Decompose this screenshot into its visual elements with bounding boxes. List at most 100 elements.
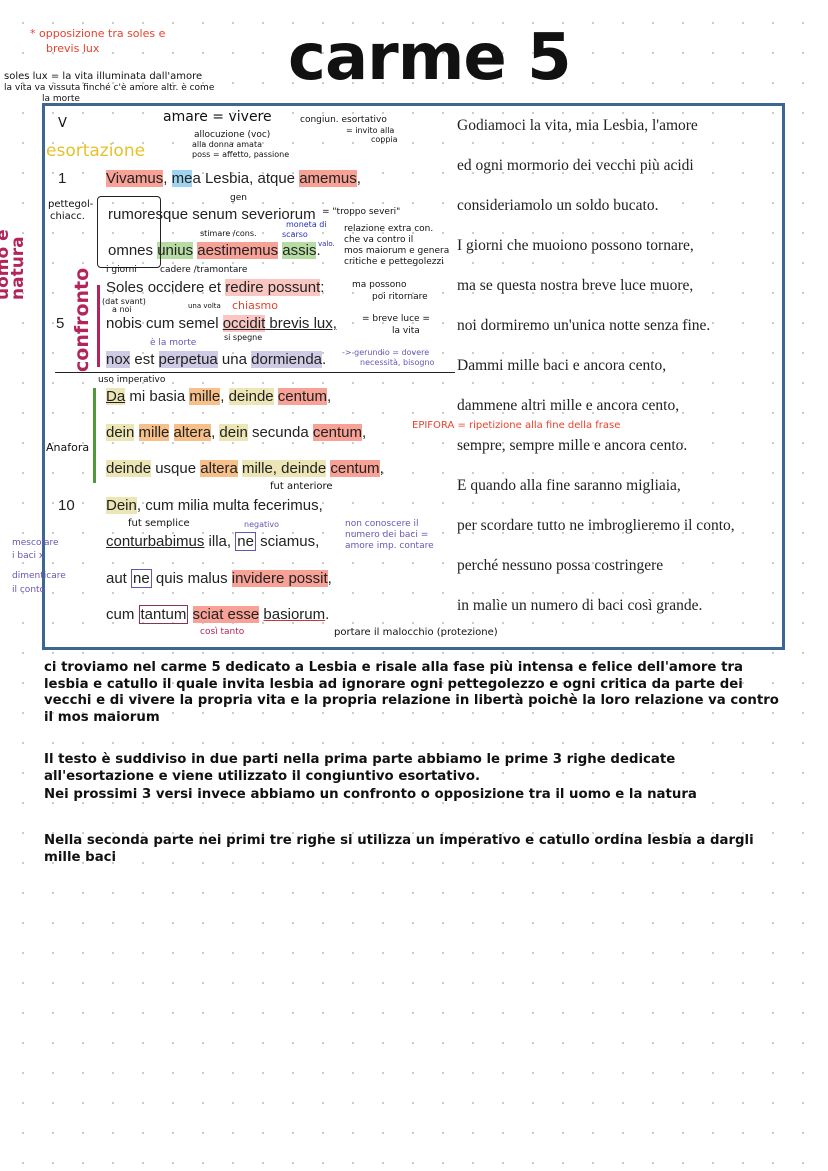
note-amare-vivere: amare = vivere bbox=[163, 109, 272, 125]
text: secunda bbox=[247, 424, 313, 441]
confronto-bar bbox=[97, 285, 100, 367]
note-troppo-severi: = "troppo severi" bbox=[322, 207, 401, 217]
word-sciat-esse: sciat esse bbox=[192, 606, 260, 623]
word-amemus: amemus bbox=[299, 170, 357, 187]
text: , bbox=[163, 170, 172, 187]
note-cadere: cadere /tramontare bbox=[160, 265, 248, 275]
word-brevis-lux: brevis lux, bbox=[265, 315, 337, 332]
word-dein: Dein bbox=[106, 497, 137, 514]
text: omnes bbox=[108, 242, 158, 259]
word-conturbabimus: conturbabimus bbox=[106, 533, 205, 550]
note-mescolare-1: mescolare bbox=[12, 538, 59, 548]
text: cum bbox=[106, 606, 139, 623]
text: aut bbox=[106, 570, 132, 587]
latin-line-12: aut ne quis malus invidere possit, bbox=[106, 569, 332, 588]
text: . bbox=[316, 242, 321, 259]
word-deinde: deinde bbox=[228, 388, 274, 405]
text: rumoresque senum severiorum bbox=[108, 206, 316, 223]
text: sciamus, bbox=[255, 533, 320, 550]
latin-line-10: Dein, cum milia multa fecerimus, bbox=[106, 497, 323, 514]
translation-line: I giorni che muoiono possono tornare, bbox=[457, 237, 694, 254]
word-invidere-possit: invidere possit bbox=[231, 570, 328, 587]
note-uso-imperativo: uso imperativo bbox=[98, 375, 166, 385]
note-moneta: moneta di bbox=[286, 220, 327, 229]
note-fut-semplice: fut semplice bbox=[128, 518, 190, 529]
note-giorni: i giorni bbox=[106, 265, 137, 275]
note-una-volta: una volta bbox=[188, 302, 221, 310]
note-non-conoscere-3: amore imp. contare bbox=[345, 541, 434, 551]
text: quis malus bbox=[151, 570, 232, 587]
translation-line: per scordare tutto ne imbroglieremo il c… bbox=[457, 517, 735, 534]
note-necessita: necessità, bisogno bbox=[360, 358, 435, 367]
text: , bbox=[327, 570, 332, 587]
latin-line-11: conturbabimus illa, ne sciamus, bbox=[106, 532, 320, 551]
note-valo: valo. bbox=[318, 240, 335, 248]
note-gerundio: -> gerundio = dovere bbox=[342, 348, 430, 357]
word-centum: centum bbox=[330, 460, 380, 477]
translation-line: Dammi mille baci e ancora cento, bbox=[457, 357, 667, 374]
note-relazione-1: relazione extra con. bbox=[344, 224, 434, 234]
text bbox=[169, 424, 173, 441]
note-stimare: stimare /cons. bbox=[200, 229, 257, 238]
note-la-vita: la vita bbox=[392, 326, 420, 336]
note-dat: (dat svant) bbox=[102, 297, 146, 306]
word-tantum: tantum bbox=[138, 605, 189, 624]
note-coppia: coppia bbox=[371, 135, 398, 144]
note-ma-possono: ma possono bbox=[352, 280, 407, 290]
word-dormienda: dormienda bbox=[251, 351, 323, 368]
note-si-spegne: si spegne bbox=[224, 333, 263, 342]
page-title: carme 5 bbox=[288, 21, 572, 95]
commentary-paragraph: Il testo è suddiviso in due parti nella … bbox=[44, 752, 676, 784]
latin-line-2: rumoresque senum severiorum bbox=[108, 206, 316, 223]
latin-line-9: deinde usque altera mille, deinde centum… bbox=[106, 460, 384, 477]
note-invito: = invito alla bbox=[346, 126, 395, 135]
translation-line: dammene altri mille e ancora cento, bbox=[457, 397, 680, 414]
text: Soles occidere et bbox=[106, 279, 226, 296]
word-perpetua: perpetua bbox=[158, 351, 218, 368]
text: , bbox=[362, 424, 367, 441]
note-non-conoscere-2: numero dei baci = bbox=[345, 530, 429, 540]
note-fut-anteriore: fut anteriore bbox=[270, 481, 333, 492]
translation-line: ed ogni mormorio dei vecchi più acidi bbox=[457, 157, 694, 174]
text: . bbox=[322, 351, 327, 368]
text: , bbox=[356, 170, 361, 187]
translation-line: Godiamoci la vita, mia Lesbia, l'amore bbox=[457, 117, 698, 134]
note-opposition-2: brevis lux bbox=[46, 42, 100, 55]
text: est bbox=[130, 351, 159, 368]
word-vivamus: Vivamus bbox=[106, 170, 164, 187]
translation-line: ma se questa nostra breve luce muore, bbox=[457, 277, 694, 294]
note-pettegol: pettegol- bbox=[48, 199, 94, 210]
poem-frame bbox=[42, 103, 785, 650]
word-dein: dein bbox=[106, 424, 135, 441]
note-mescolare-4: il conto bbox=[12, 585, 46, 595]
note-v: V bbox=[58, 116, 67, 131]
word-ne: ne bbox=[235, 532, 256, 551]
note-soles-lux: soles lux = la vita illuminata dall'amor… bbox=[4, 71, 203, 82]
text: mi basia bbox=[125, 388, 190, 405]
section-divider bbox=[55, 372, 455, 373]
text: nobis cum semel bbox=[106, 315, 223, 332]
note-scarso: scarso bbox=[282, 230, 308, 239]
text: , bbox=[379, 460, 384, 477]
anafora-bar bbox=[93, 388, 96, 483]
note-poi-ritornare: poi ritornare bbox=[372, 292, 428, 302]
note-uomo-natura: uomo e natura bbox=[0, 229, 29, 300]
word-centum: centum bbox=[277, 388, 327, 405]
text: , bbox=[220, 388, 229, 405]
line-number: 10 bbox=[58, 497, 75, 514]
note-breve-luce: = breve luce = bbox=[362, 314, 430, 324]
text: una bbox=[217, 351, 252, 368]
note-opposition: * opposizione tra soles e bbox=[30, 27, 166, 40]
text bbox=[134, 424, 138, 441]
word-mea: me bbox=[171, 170, 193, 187]
note-vita: la vita va vissuta finché c'è amore altr… bbox=[4, 83, 215, 93]
translation-line: E quando alla fine saranno migliaia, bbox=[457, 477, 681, 494]
text: , cum milia multa fecerimus, bbox=[136, 497, 323, 514]
latin-line-3: omnes unius aestimemus assis. bbox=[108, 242, 321, 259]
word-centum: centum bbox=[312, 424, 363, 441]
note-a-noi: a noi bbox=[112, 305, 132, 314]
commentary-paragraph: ci troviamo nel carme 5 dedicato a Lesbi… bbox=[44, 660, 779, 725]
translation-line: noi dormiremo un'unica notte senza fine. bbox=[457, 317, 711, 334]
note-gen: gen bbox=[230, 193, 247, 203]
